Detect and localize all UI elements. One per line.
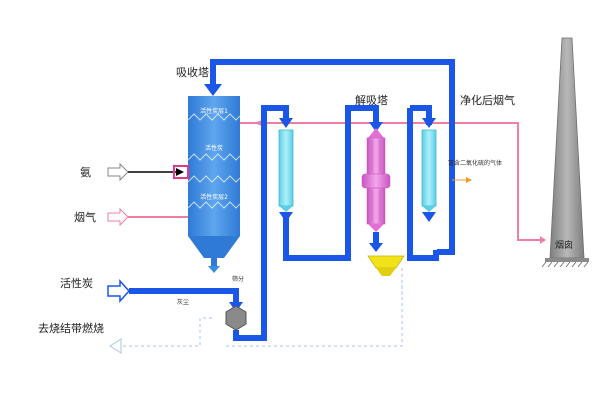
- flue-gas-label: 烟气: [74, 210, 96, 224]
- to-sintering-label: 去烧结带燃烧: [38, 321, 104, 335]
- screen-separator: [225, 305, 247, 331]
- absorber-layer-2-label: 活性炭: [205, 144, 223, 152]
- ammonia-label: 氨: [80, 166, 91, 179]
- desorber-label: 解吸塔: [355, 93, 388, 107]
- screen-label: 筛分: [232, 275, 244, 283]
- carbon-input-pipe: [107, 279, 267, 341]
- chimney-label: 烟囱: [555, 239, 573, 251]
- cyan-column-1: [278, 129, 294, 212]
- absorber-layer-3-label: 活性炭层2: [200, 193, 228, 201]
- activated-carbon-label: 活性炭: [60, 276, 93, 290]
- absorber-layer-1-label: 活性炭层1: [200, 107, 228, 115]
- clean-gas-label: 净化后烟气: [460, 93, 515, 107]
- absorber-tower: 活性炭层1 活性炭 活性炭层2: [187, 96, 241, 268]
- absorber-label: 吸收塔: [176, 65, 209, 79]
- carbon-return-pipe: [204, 59, 455, 255]
- carbon-flow-pipe: [261, 105, 439, 315]
- so2-gas-label: 富含二氧化硫的气体: [448, 159, 502, 167]
- screen-hopper: [367, 255, 405, 276]
- desorber-column: [361, 128, 391, 232]
- absorber-zigzags: [187, 113, 241, 209]
- flue-gas-input: [107, 207, 188, 227]
- sintering-dashed-line: [109, 285, 403, 354]
- dust-label: 灰尘: [177, 298, 189, 306]
- absorber-outlet-arrow: [208, 266, 220, 273]
- ammonia-input: [107, 162, 189, 182]
- chimney: [541, 37, 589, 268]
- cyan-column-2: [421, 129, 437, 212]
- so2-gas-outlet: [452, 177, 472, 183]
